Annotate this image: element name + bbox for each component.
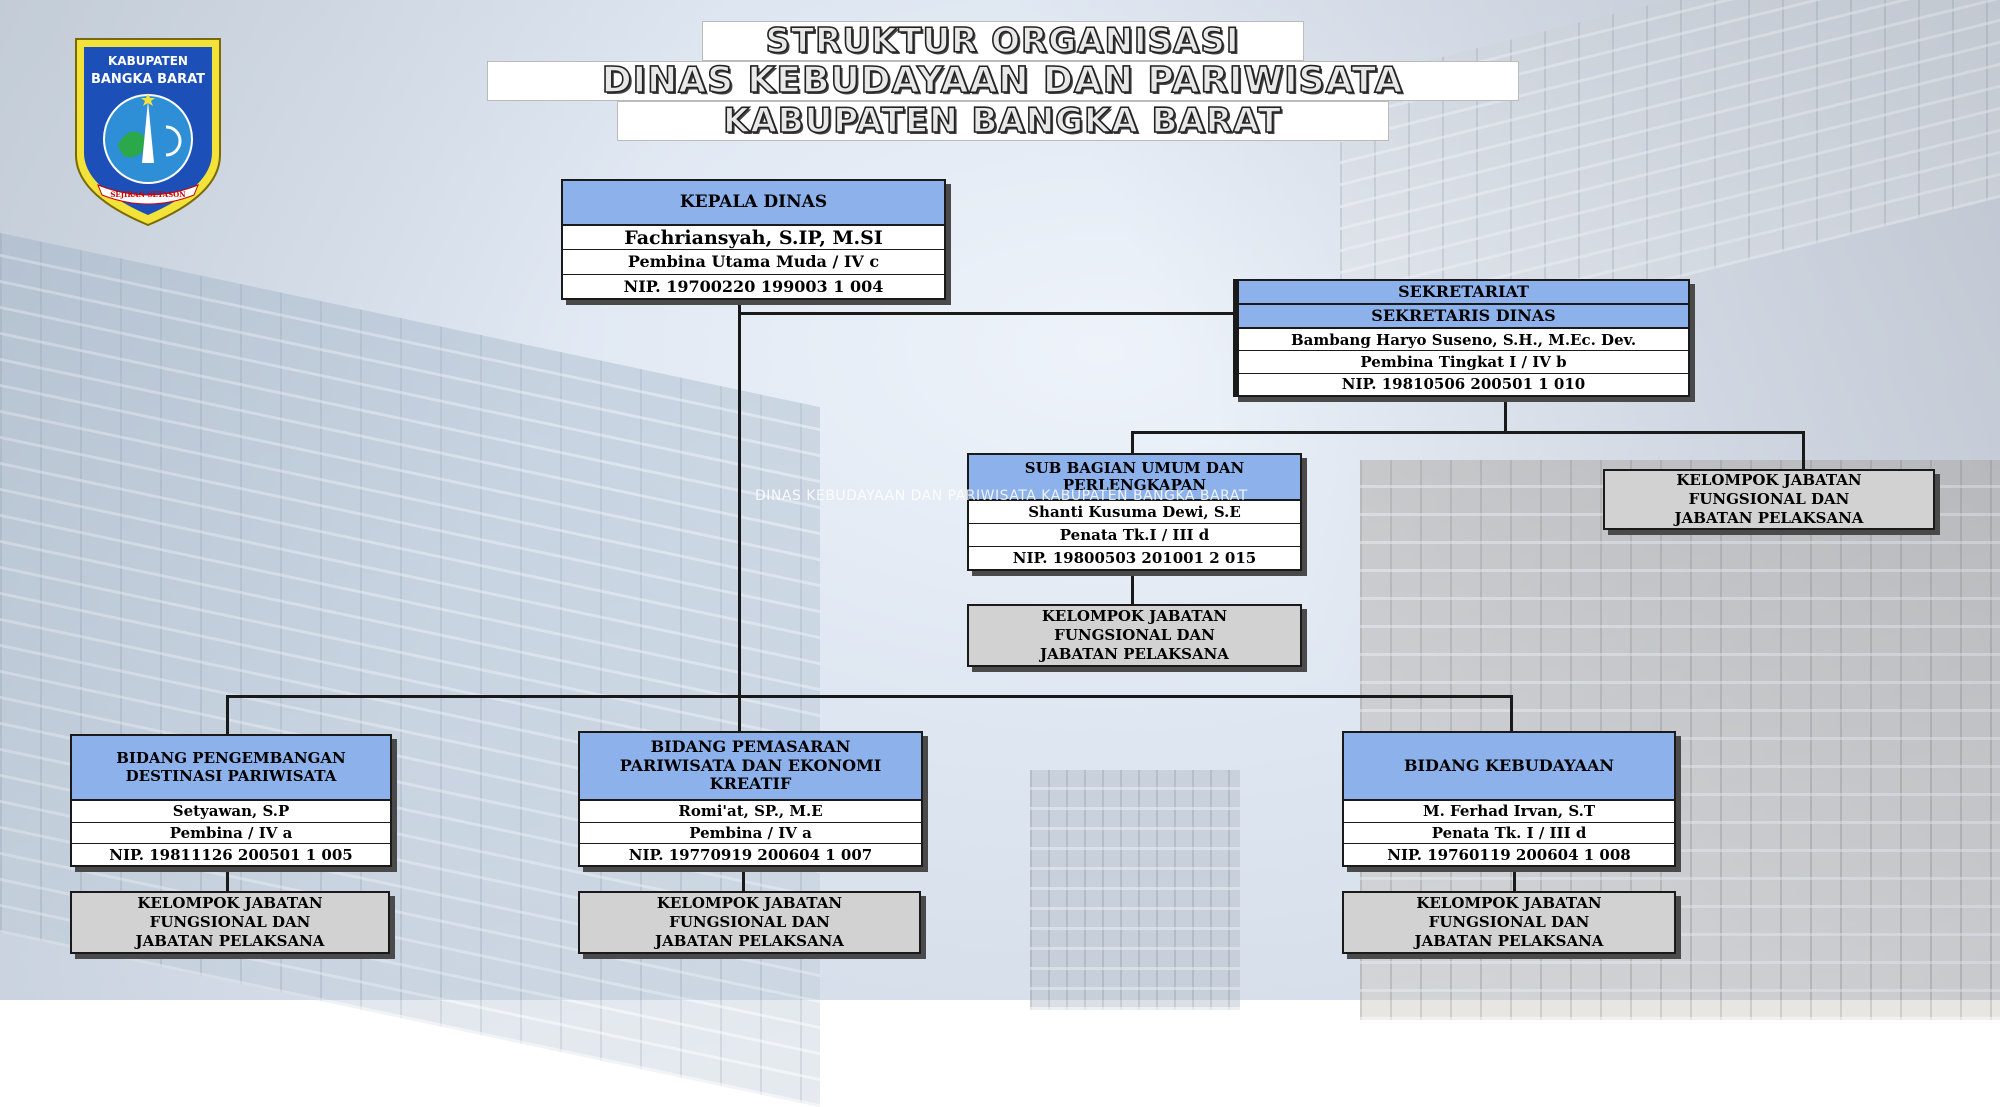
bidang-pemasaran-name: Romi'at, SP., M.E — [580, 801, 921, 823]
bidang-pemasaran-rank: Pembina / IV a — [580, 823, 921, 845]
kelompok-jabatan-kebudayaan: KELOMPOK JABATAN FUNGSIONAL DAN JABATAN … — [1342, 891, 1676, 954]
bidang-destinasi-nip: NIP. 19811126 200501 1 005 — [109, 845, 353, 864]
subbagian-box: SUB BAGIAN UMUM DAN PERLENGKAPAN Shanti … — [967, 453, 1302, 571]
subbagian-name: Shanti Kusuma Dewi, S.E — [969, 501, 1300, 524]
subbagian-header: SUB BAGIAN UMUM DAN PERLENGKAPAN — [969, 455, 1300, 501]
connector-destinasi-down — [226, 865, 229, 893]
kelompok-jabatan-subbagian: KELOMPOK JABATAN FUNGSIONAL DAN JABATAN … — [967, 604, 1302, 667]
sekretariat-box: SEKRETARIAT SEKRETARIS DINAS Bambang Har… — [1233, 279, 1690, 397]
bidang-destinasi-name: Setyawan, S.P — [72, 801, 390, 823]
logo-top-text: KABUPATEN — [108, 54, 188, 68]
connector-to-subbagian — [1131, 431, 1134, 455]
logo-arc-text: BANGKA BARAT — [91, 72, 205, 87]
logo-motto: SEJIRAN SETASON — [110, 190, 186, 199]
connector-to-sekr-kelompok — [1802, 431, 1805, 469]
kabupaten-logo: KABUPATEN BANGKA BARAT SEJIRAN SETASON — [75, 38, 221, 227]
kepala-dinas-name: Fachriansyah, S.IP, M.SI — [563, 226, 944, 251]
building-bottom-center — [1030, 770, 1240, 1010]
watermark-text: DINAS KEBUDAYAAN DAN PARIWISATA KABUPATE… — [755, 488, 1248, 504]
kelompok-jabatan-sekretariat: KELOMPOK JABATAN FUNGSIONAL DAN JABATAN … — [1603, 469, 1935, 530]
bidang-destinasi-box: BIDANG PENGEMBANGAN DESTINASI PARIWISATA… — [70, 734, 392, 867]
kelompok-jabatan-pemasaran: KELOMPOK JABATAN FUNGSIONAL DAN JABATAN … — [578, 891, 921, 954]
connector-pemasaran-down — [742, 865, 745, 893]
connector-sekretariat-branch — [1131, 431, 1804, 434]
connector-trunk — [738, 298, 741, 698]
sekretaris-dinas-header: SEKRETARIS DINAS — [1239, 305, 1688, 329]
bidang-pemasaran-header: BIDANG PEMASARAN PARIWISATA DAN EKONOMI … — [580, 733, 921, 801]
connector-to-kebudayaan — [1510, 695, 1513, 732]
title-line-3: KABUPATEN BANGKA BARAT — [617, 101, 1388, 141]
kepala-dinas-rank: Pembina Utama Muda / IV c — [563, 250, 944, 275]
sekretaris-nip: NIP. 19810506 200501 1 010 — [1341, 375, 1586, 394]
sekretaris-rank: Pembina Tingkat I / IV b — [1239, 351, 1688, 374]
connector-to-destinasi — [226, 695, 229, 735]
title-line-2: DINAS KEBUDAYAAN DAN PARIWISATA — [487, 61, 1518, 100]
connector-bidang-branch — [226, 695, 1512, 698]
subbagian-rank: Penata Tk.I / III d — [969, 524, 1300, 547]
kepala-dinas-box: KEPALA DINAS Fachriansyah, S.IP, M.SI Pe… — [561, 179, 946, 300]
connector-sekretariat-down — [1504, 398, 1507, 431]
title-line-1: STRUKTUR ORGANISASI — [702, 21, 1303, 61]
chart-title: STRUKTUR ORGANISASI DINAS KEBUDAYAAN DAN… — [485, 21, 1520, 144]
bidang-kebudayaan-name: M. Ferhad Irvan, S.T — [1344, 801, 1674, 823]
bidang-kebudayaan-nip: NIP. 19760119 200604 1 008 — [1387, 845, 1631, 864]
sekretariat-header: SEKRETARIAT — [1239, 281, 1688, 305]
bidang-kebudayaan-header: BIDANG KEBUDAYAAN — [1344, 733, 1674, 801]
sekretaris-name: Bambang Haryo Suseno, S.H., M.Ec. Dev. — [1239, 329, 1688, 352]
kepala-dinas-header: KEPALA DINAS — [563, 181, 944, 226]
subbagian-nip: NIP. 19800503 201001 2 015 — [1012, 549, 1257, 567]
bidang-destinasi-rank: Pembina / IV a — [72, 823, 390, 845]
bidang-kebudayaan-box: BIDANG KEBUDAYAAN M. Ferhad Irvan, S.T P… — [1342, 731, 1676, 867]
kelompok-jabatan-destinasi: KELOMPOK JABATAN FUNGSIONAL DAN JABATAN … — [70, 891, 390, 954]
connector-to-sekretariat — [738, 312, 1238, 315]
bidang-pemasaran-box: BIDANG PEMASARAN PARIWISATA DAN EKONOMI … — [578, 731, 923, 867]
bidang-pemasaran-nip: NIP. 19770919 200604 1 007 — [628, 845, 873, 864]
connector-subbagian-down — [1131, 570, 1134, 605]
bidang-destinasi-header: BIDANG PENGEMBANGAN DESTINASI PARIWISATA — [72, 736, 390, 801]
bidang-kebudayaan-rank: Penata Tk. I / III d — [1344, 823, 1674, 845]
kepala-dinas-nip: NIP. 19700220 199003 1 004 — [623, 276, 884, 296]
connector-to-pemasaran — [738, 695, 741, 732]
connector-kebudayaan-down — [1513, 865, 1516, 893]
